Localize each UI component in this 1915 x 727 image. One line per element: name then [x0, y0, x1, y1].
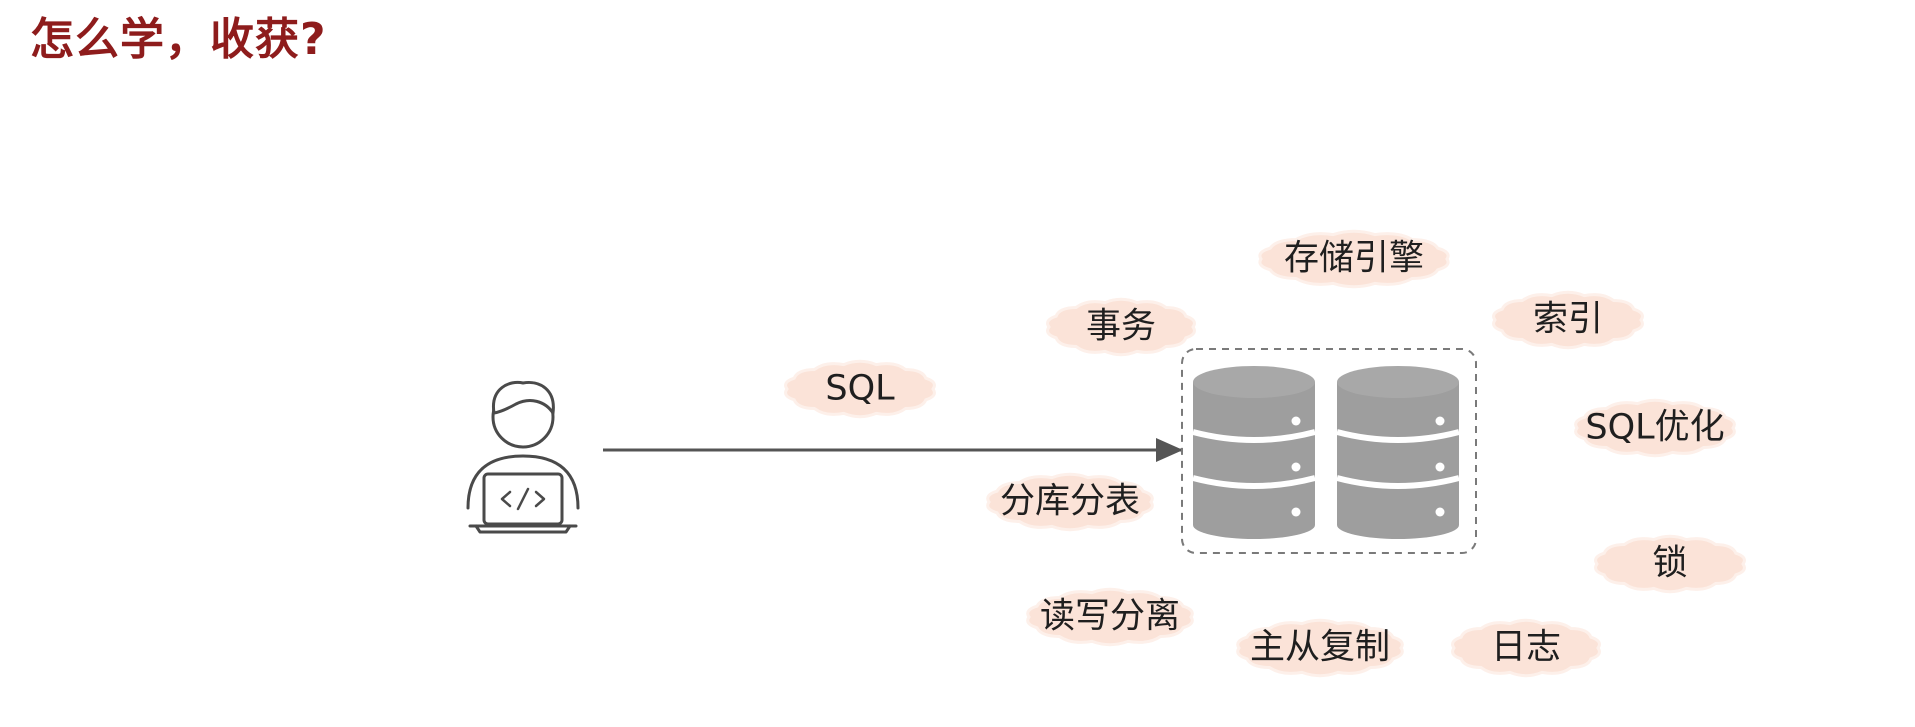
topic-label-sql-optimization: SQL优化 [1585, 407, 1725, 448]
topic-label-transaction: 事务 [1085, 306, 1157, 347]
topic-label-index: 索引 [1532, 299, 1604, 340]
page-title: 怎么学，收获? [30, 14, 327, 65]
topic-label-lock: 锁 [1652, 543, 1688, 584]
topic-label-read-write-splitting: 读写分离 [1039, 596, 1181, 637]
developer-laptop-icon [466, 380, 580, 534]
topic-label-sharding: 分库分表 [999, 481, 1141, 522]
database-cylinder-left [1192, 366, 1316, 539]
database-server-icon [1181, 348, 1477, 554]
topic-label-storage-engine: 存储引擎 [1283, 238, 1425, 279]
topic-label-master-slave-replication: 主从复制 [1249, 627, 1391, 668]
database-group-border [1181, 348, 1477, 554]
database-cylinder-right [1336, 366, 1460, 539]
topic-label-log: 日志 [1490, 627, 1562, 668]
topic-label-sql: SQL [825, 368, 895, 409]
